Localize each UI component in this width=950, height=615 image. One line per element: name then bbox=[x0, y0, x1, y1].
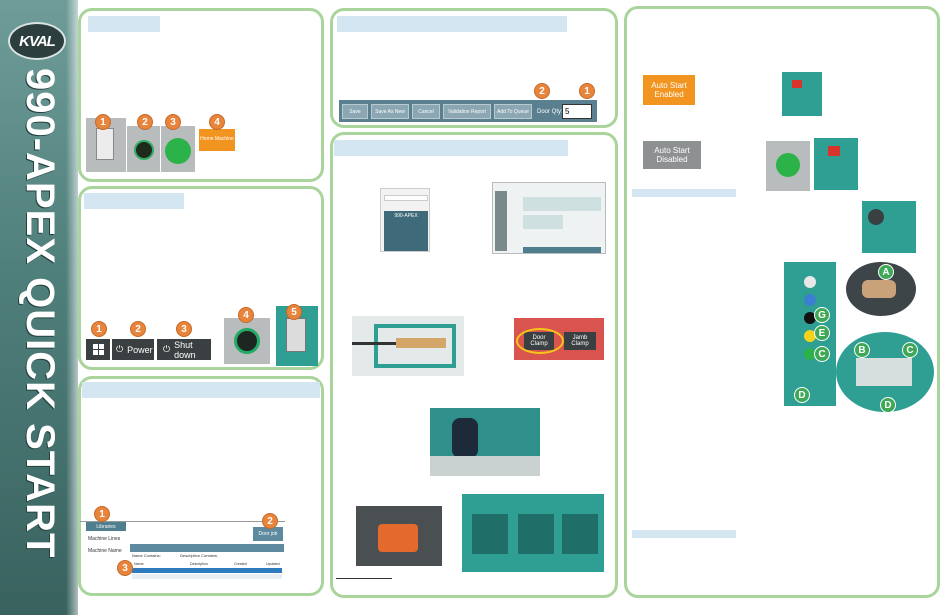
lever-closeup-photo bbox=[846, 262, 916, 316]
col-updated: Updated bbox=[266, 562, 280, 566]
shutdown-badge-2: 2 bbox=[130, 321, 146, 337]
jamb-clamp-button[interactable]: Jamb Clamp bbox=[564, 332, 596, 350]
col-name: Name bbox=[134, 562, 144, 566]
letter-b-badge: B bbox=[854, 342, 870, 358]
menu-machine-name: 990-APEX bbox=[394, 213, 418, 219]
shutdown-power-icon: ⏻ bbox=[163, 344, 171, 354]
operator-photo bbox=[430, 408, 540, 476]
shut-down-label: Shut down bbox=[174, 339, 196, 360]
add-to-queue-button[interactable]: Add To Queue bbox=[494, 104, 532, 119]
letter-c-badge: C bbox=[814, 346, 830, 362]
queue-badge-2: 2 bbox=[534, 83, 550, 99]
page-title: 990-APEX QUICK START bbox=[18, 68, 62, 559]
machine-heads-photo bbox=[462, 494, 604, 572]
table-row[interactable] bbox=[132, 574, 282, 579]
validation-report-button[interactable]: Validation Report bbox=[443, 104, 491, 119]
sidebar bbox=[0, 0, 78, 615]
letter-e-badge: E bbox=[814, 325, 830, 341]
letter-a-badge: A bbox=[878, 264, 894, 280]
libraries-tab[interactable]: Libraries bbox=[86, 522, 126, 531]
library-bar bbox=[130, 544, 284, 552]
letter-g-badge: G bbox=[814, 307, 830, 323]
shut-down-button[interactable]: ⏻Shut down bbox=[157, 339, 211, 360]
red-button-photo bbox=[814, 138, 858, 190]
door-job-button[interactable]: Door job bbox=[253, 527, 283, 541]
menu-screenshot: 990-APEX bbox=[380, 188, 430, 252]
library-panel bbox=[78, 376, 324, 596]
name-filter-label: Name Contains: bbox=[132, 553, 161, 558]
loading-header bbox=[334, 140, 568, 156]
letter-c2-badge: C bbox=[902, 342, 918, 358]
control-circuit-photo bbox=[127, 126, 160, 172]
queue-badge-1: 1 bbox=[579, 83, 595, 99]
kval-logo: KVAL bbox=[8, 22, 66, 60]
door-clamp-highlight bbox=[516, 328, 564, 354]
shutdown-badge-1: 1 bbox=[91, 321, 107, 337]
step-badge-4: 4 bbox=[209, 114, 225, 130]
door-qty-input[interactable]: 5 bbox=[562, 104, 592, 119]
letter-d-badge: D bbox=[794, 387, 810, 403]
letter-d2-badge: D bbox=[880, 397, 896, 413]
logo-text: KVAL bbox=[19, 32, 56, 50]
library-badge-3: 3 bbox=[117, 560, 133, 576]
door-qty-label: Door Qty: bbox=[537, 108, 563, 115]
windows-start-button[interactable] bbox=[86, 339, 110, 360]
step-badge-3: 3 bbox=[165, 114, 181, 130]
menu-list: 990-APEX bbox=[384, 211, 428, 251]
menu-search-box bbox=[384, 195, 428, 201]
footnote-rule bbox=[336, 578, 392, 579]
clamp-buttons-photo: Door Clamp Jamb Clamp bbox=[514, 318, 604, 360]
shutdown-badge-5: 5 bbox=[286, 304, 302, 320]
power-label: Power bbox=[127, 344, 153, 355]
shutdown-header bbox=[84, 193, 184, 209]
right-section-header-1 bbox=[632, 189, 736, 197]
machine-side-diagram bbox=[352, 316, 464, 376]
library-column-headers: Name Description Created Updated bbox=[132, 562, 282, 567]
start-required-green-photo bbox=[766, 141, 810, 191]
sidebar-shade bbox=[66, 0, 78, 615]
start-required-red-photo bbox=[782, 72, 822, 116]
power-menu-button[interactable]: ⏻Power bbox=[112, 339, 154, 360]
control-circuit-off-photo bbox=[224, 318, 270, 364]
step-badge-1: 1 bbox=[95, 114, 111, 130]
cancel-button[interactable]: Cancel bbox=[412, 104, 440, 119]
save-button[interactable]: Save bbox=[342, 104, 368, 119]
shutdown-badge-4: 4 bbox=[238, 307, 254, 323]
clamp-knob-photo bbox=[862, 201, 916, 253]
col-description: Description bbox=[190, 562, 208, 566]
auto-start-enabled-button[interactable]: Auto Start Enabled bbox=[643, 75, 695, 105]
start-button-photo bbox=[161, 126, 195, 172]
right-section-header-2 bbox=[632, 530, 736, 538]
description-filter-label: Description Contains: bbox=[180, 553, 219, 558]
library-header bbox=[82, 382, 320, 398]
library-badge-1: 1 bbox=[94, 506, 110, 522]
auto-start-disabled-button[interactable]: Auto Start Disabled bbox=[643, 141, 701, 169]
foot-pedal-photo bbox=[356, 506, 442, 566]
library-top-bar bbox=[80, 517, 285, 522]
save-as-new-button[interactable]: Save As New bbox=[371, 104, 409, 119]
machine-lines-item[interactable]: Machine Lines bbox=[88, 536, 121, 542]
col-created: Created bbox=[234, 562, 247, 566]
library-badge-2: 2 bbox=[262, 513, 278, 529]
table-row[interactable] bbox=[132, 568, 282, 573]
power-icon: ⏻ bbox=[116, 344, 124, 354]
machine-name-item[interactable]: Machine Name bbox=[88, 548, 122, 554]
machine-ui-screenshot bbox=[492, 182, 606, 254]
queue-header bbox=[337, 16, 567, 32]
windows-icon bbox=[92, 344, 104, 355]
step-badge-2: 2 bbox=[137, 114, 153, 130]
power-on-header bbox=[88, 16, 160, 32]
shutdown-badge-3: 3 bbox=[176, 321, 192, 337]
home-machine-button[interactable]: Home Machine bbox=[199, 129, 235, 151]
